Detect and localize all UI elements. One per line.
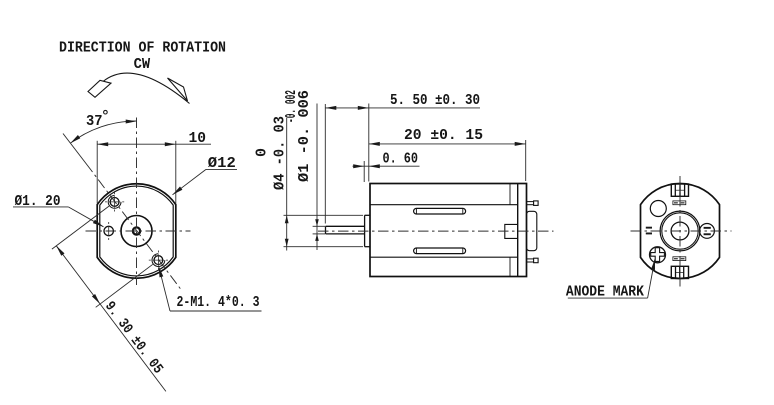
svg-text:ANODE MARK: ANODE MARK <box>566 285 644 301</box>
svg-text:CW: CW <box>134 57 151 73</box>
svg-text:Ø12: Ø12 <box>208 156 236 172</box>
svg-text:Ø1. 20: Ø1. 20 <box>15 194 61 210</box>
svg-text:20 ±0. 15: 20 ±0. 15 <box>404 128 483 144</box>
svg-text:Ø4 -0. 03: Ø4 -0. 03 <box>273 116 289 190</box>
svg-text:0: 0 <box>255 148 271 157</box>
svg-text:-0. 002: -0. 002 <box>284 90 300 123</box>
svg-text:DIRECTION OF ROTATION: DIRECTION OF ROTATION <box>59 41 226 57</box>
svg-text:37: 37 <box>86 114 103 130</box>
svg-text:10: 10 <box>189 131 207 147</box>
svg-text:Ø1 -0. 006: Ø1 -0. 006 <box>297 90 313 182</box>
svg-text:5. 50 ±0. 30: 5. 50 ±0. 30 <box>390 93 480 109</box>
svg-text:0. 60: 0. 60 <box>383 152 419 168</box>
svg-text:2-M1. 4*0. 3: 2-M1. 4*0. 3 <box>177 295 260 311</box>
